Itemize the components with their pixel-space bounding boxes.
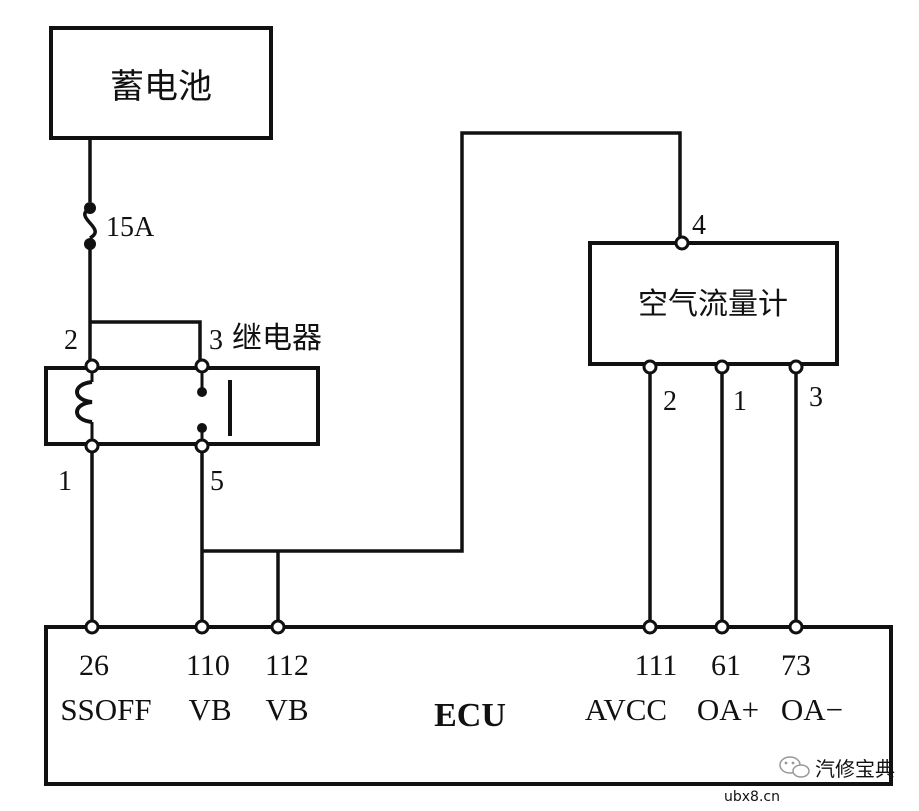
ecu: 26 110 112 111 61 73 SSOFF VB VB AVCC OA… [44, 619, 893, 786]
ecu-terminal-number: 26 [79, 649, 109, 682]
watermark-brand: 汽修宝典 [815, 757, 895, 781]
afm-pin-3: 3 [809, 382, 823, 413]
wire-relay-jumper [90, 320, 202, 364]
fuse: 15A [83, 202, 155, 250]
airflow-meter: 4 空气流量计 2 1 3 [588, 210, 839, 417]
relay-label: 继电器 [232, 321, 322, 356]
airflow-meter-label: 空气流量计 [638, 287, 788, 322]
fuse-label: 15A [106, 212, 155, 243]
relay-pin-3: 3 [209, 325, 223, 356]
watermark: 汽修宝典 ubx8.cn [724, 756, 895, 805]
wechat-icon [779, 756, 810, 778]
battery-label: 蓄电池 [110, 67, 212, 107]
wire-vb-bus [202, 131, 682, 553]
relay-pin-2: 2 [64, 325, 78, 356]
ecu-terminal-number: 110 [186, 649, 230, 682]
ecu-terminal-signal: OA− [781, 692, 843, 727]
ecu-label: ECU [434, 697, 506, 734]
battery: 蓄电池 [49, 26, 273, 140]
watermark-site: ubx8.cn [724, 789, 780, 805]
ecu-terminal-signal: VB [265, 692, 308, 727]
ecu-terminal-signal: VB [188, 692, 231, 727]
afm-pin-2: 2 [663, 386, 677, 417]
ecu-terminal-signal: AVCC [585, 692, 667, 727]
ecu-terminal-number: 61 [711, 649, 741, 682]
ecu-terminal-number: 73 [781, 649, 811, 682]
afm-pin-1: 1 [733, 386, 747, 417]
relay-pin-5: 5 [210, 466, 224, 497]
relay-pin-1: 1 [58, 466, 72, 497]
relay: 2 3 继电器 1 5 [44, 321, 322, 497]
ecu-terminal-number: 111 [635, 649, 678, 682]
ecu-terminal-signal: SSOFF [60, 692, 151, 727]
ecu-terminal-signal: OA+ [697, 692, 759, 727]
afm-pin-4: 4 [692, 210, 706, 241]
ecu-terminal-number: 112 [265, 649, 309, 682]
